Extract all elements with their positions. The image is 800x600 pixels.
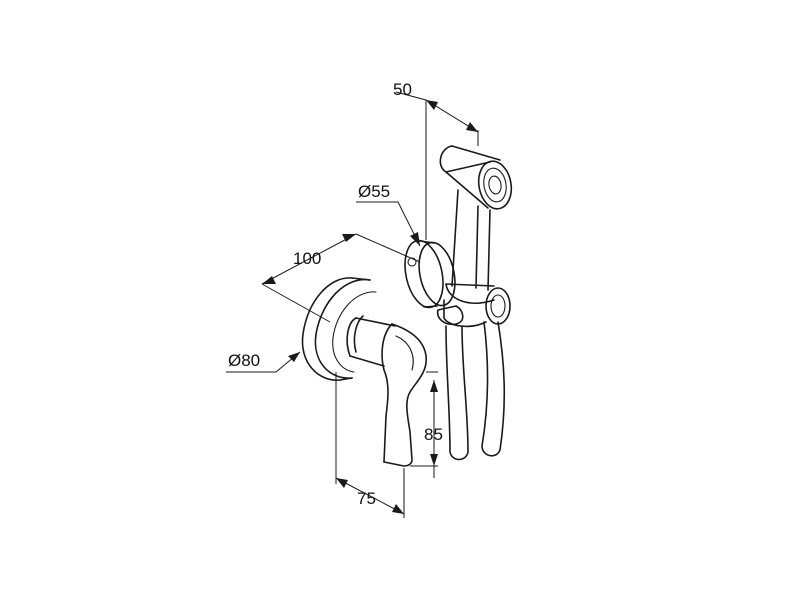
rosette [301, 277, 377, 381]
label-d55: Ø55 [358, 182, 390, 201]
hand-shower [436, 145, 513, 328]
shower-hose [445, 321, 506, 461]
dimension-85: 85 [410, 371, 443, 478]
mixer-body [346, 315, 396, 367]
label-85: 85 [424, 425, 443, 444]
label-50: 50 [393, 80, 412, 99]
dimension-100: 100 [261, 233, 421, 323]
mixer-lever [381, 323, 427, 467]
label-75: 75 [357, 489, 376, 508]
dimension-75: 75 [335, 372, 405, 518]
wall-outlet [404, 239, 456, 309]
label-100: 100 [293, 249, 321, 268]
dimension-50: 50 [393, 80, 479, 240]
dimension-d55: Ø55 [356, 182, 421, 247]
dimension-d80: Ø80 [226, 351, 301, 373]
label-d80: Ø80 [228, 351, 260, 370]
